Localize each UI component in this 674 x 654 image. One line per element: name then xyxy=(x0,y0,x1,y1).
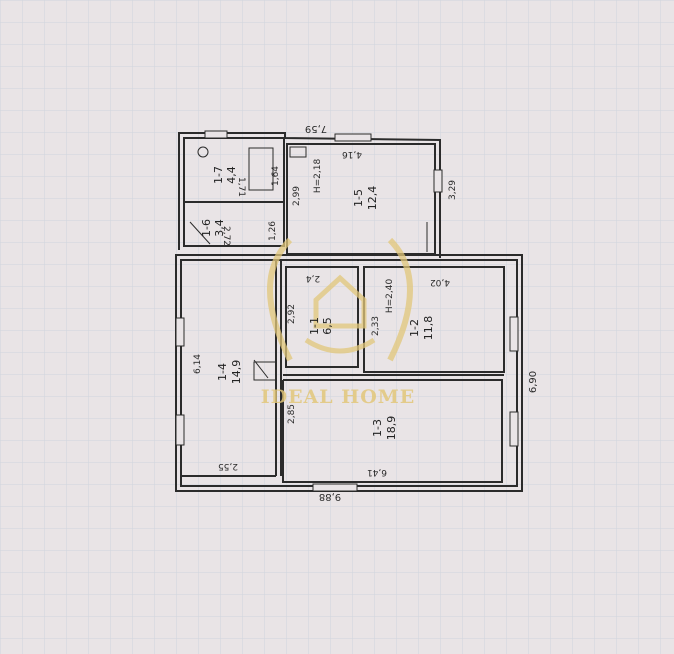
dim-kitchen-mark: H=2,18 xyxy=(313,159,323,194)
dim-room12-mark: H=2,40 xyxy=(385,279,395,314)
dim-bottom-total: 9,88 xyxy=(319,491,341,502)
window-room14-a xyxy=(175,317,185,347)
room-area-1-3: 18,9 xyxy=(385,416,398,441)
room-area-1-4: 14,9 xyxy=(230,360,243,385)
window-room12 xyxy=(509,316,519,352)
window-wc xyxy=(204,130,228,139)
dim-wc-width: 1,64 xyxy=(271,166,281,186)
laurel-right-icon xyxy=(387,237,413,362)
upper-outer-wall xyxy=(178,132,441,258)
windows xyxy=(175,130,519,492)
window-kitchen-top xyxy=(334,133,372,142)
fixtures xyxy=(189,146,428,381)
watermark-text: IDEAL HOME xyxy=(261,386,416,408)
door-swing-hall xyxy=(253,359,269,379)
ribbon-icon xyxy=(304,337,376,354)
dim-bath-width: 2,72 xyxy=(221,226,231,246)
dim-top-width: 7,59 xyxy=(305,123,327,134)
room-id-1-1: 1-1 xyxy=(308,317,321,335)
stair-box xyxy=(253,361,277,381)
dim-room12-width: 4,02 xyxy=(430,277,450,287)
room-labels: 1-7 4,4 1-6 3,4 1-5 12,4 1-1 6,5 1-2 11,… xyxy=(200,166,435,440)
window-bottom xyxy=(312,483,358,492)
dim-room14-height: 6,14 xyxy=(193,354,203,374)
room-area-1-2: 11,8 xyxy=(422,316,435,341)
dim-hall-top: 2,4 xyxy=(306,273,321,283)
dim-kitchen-side: 2,99 xyxy=(292,186,302,206)
dim-room13-side: 2,85 xyxy=(287,404,297,424)
room-id-1-3: 1-3 xyxy=(371,419,384,437)
room13-box xyxy=(282,379,503,483)
house-icon xyxy=(313,274,367,329)
toilet-fixture xyxy=(197,146,209,158)
room-id-1-4: 1-4 xyxy=(216,363,229,381)
stove-fixture xyxy=(289,146,307,158)
room-id-1-2: 1-2 xyxy=(408,319,421,337)
window-kitchen-right xyxy=(433,169,443,193)
room-area-1-7: 4,4 xyxy=(225,166,238,184)
bathtub-fixture xyxy=(248,147,274,191)
dim-wc-small: 1,71 xyxy=(236,177,246,197)
dim-kitchen-height: 3,29 xyxy=(448,180,458,200)
room-id-1-7: 1-7 xyxy=(212,166,225,184)
dim-right-total: 6,90 xyxy=(528,371,539,393)
room-area-1-5: 12,4 xyxy=(366,186,379,211)
dim-hall-side: 2,92 xyxy=(287,304,297,324)
room-id-1-5: 1-5 xyxy=(352,189,365,207)
dim-hall-inner: 2,33 xyxy=(371,316,381,336)
door-swing-bath xyxy=(189,221,211,245)
window-room14-b xyxy=(175,414,185,446)
dim-bath-side: 1,26 xyxy=(268,221,278,241)
dim-room14-width: 2,55 xyxy=(218,461,238,471)
window-room13 xyxy=(509,411,519,447)
wc-bath-inner xyxy=(183,137,285,247)
room-area-1-6: 3,4 xyxy=(213,219,226,237)
room-id-1-6: 1-6 xyxy=(200,219,213,237)
laurel-left-icon xyxy=(267,237,293,362)
watermark-logo xyxy=(267,237,413,362)
hall-box xyxy=(285,266,359,368)
dimension-labels: 7,59 4,16 3,29 2,99 H=2,18 1,64 1,71 2,7… xyxy=(193,123,539,502)
dim-room13-width: 6,41 xyxy=(367,467,387,477)
dim-kitchen-inner: 4,16 xyxy=(342,149,362,159)
room-area-1-1: 6,5 xyxy=(321,317,334,335)
